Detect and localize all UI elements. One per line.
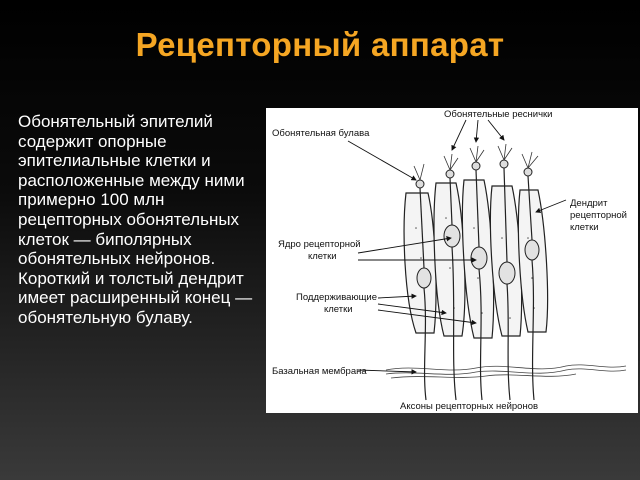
label-olfactory-cilia: Обонятельные реснички — [444, 109, 553, 120]
label-dendrite-2: рецепторной — [570, 210, 627, 221]
basal-membrane-fibers — [385, 364, 627, 379]
dendrites — [419, 167, 533, 269]
diagram-svg: Обонятельная булава Обонятельные ресничк… — [272, 109, 627, 412]
olfactory-cilia — [413, 143, 539, 181]
label-support-2: клетки — [324, 304, 353, 315]
label-dendrite-1: Дендрит — [570, 198, 608, 209]
olfactory-clubs — [415, 159, 533, 189]
label-olfactory-club: Обонятельная булава — [272, 128, 370, 139]
label-nucleus-1: Ядро рецепторной — [278, 239, 361, 250]
olfactory-epithelium-diagram: Обонятельная булава Обонятельные ресничк… — [266, 108, 638, 413]
annotation-lines — [347, 119, 567, 375]
axons — [423, 246, 535, 401]
label-axons: Аксоны рецепторных нейронов — [400, 401, 538, 412]
slide-body-text: Обонятельный эпителий содержит опорные э… — [18, 112, 253, 327]
label-nucleus-2: клетки — [308, 251, 337, 262]
label-support-1: Поддерживающие — [296, 292, 377, 303]
label-basal-membrane: Базальная мембрана — [272, 366, 367, 377]
slide-title: Рецепторный аппарат — [135, 26, 505, 63]
label-dendrite-3: клетки — [570, 222, 599, 233]
